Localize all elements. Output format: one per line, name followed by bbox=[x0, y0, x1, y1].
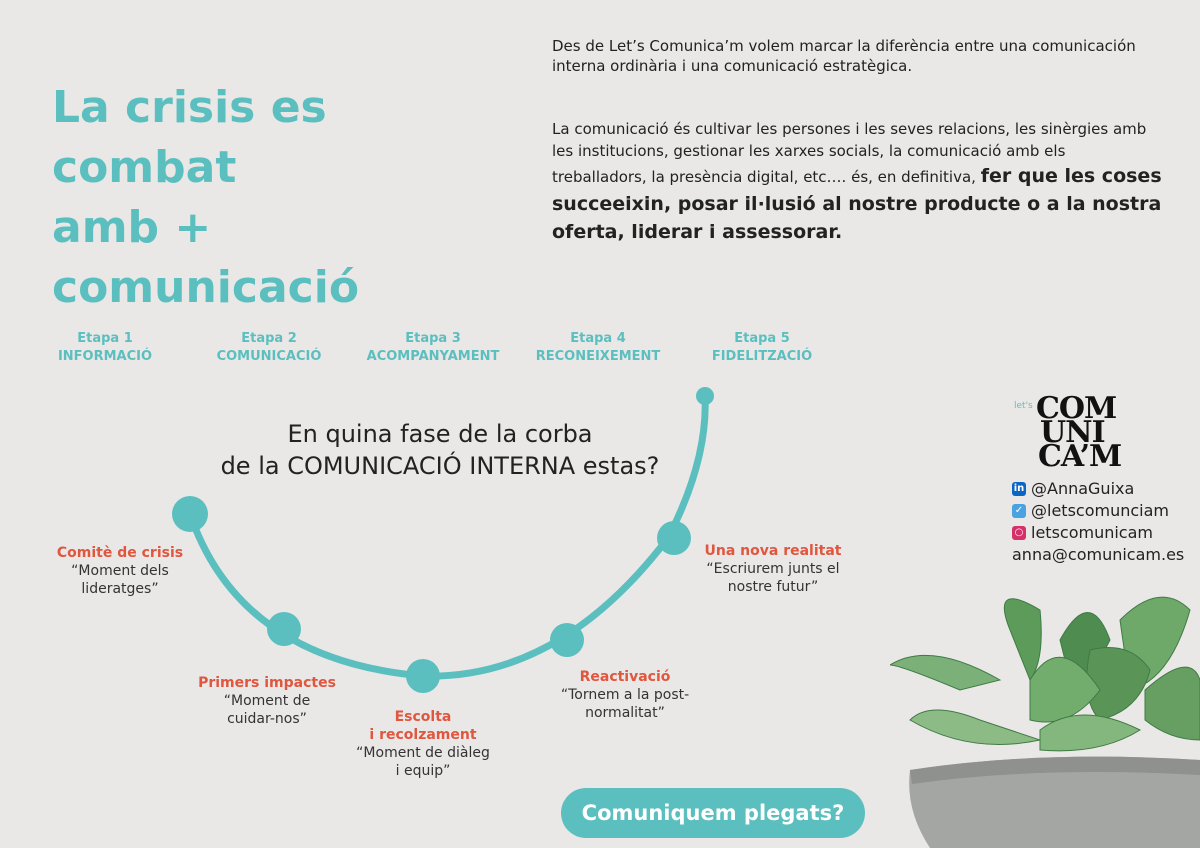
contact-email-text: anna@comunicam.es bbox=[1012, 545, 1185, 564]
cta-button[interactable]: Comuniquem plegats? bbox=[561, 788, 865, 838]
contact-linkedin-text: @AnnaGuixa bbox=[1031, 479, 1135, 498]
phase-3-title-2: i recolzament bbox=[369, 727, 477, 743]
stage-2-name: COMUNICACIÓ bbox=[216, 349, 322, 364]
phase-4-title: Reactivació bbox=[579, 669, 671, 685]
contact-email[interactable]: anna@comunicam.es bbox=[1012, 544, 1184, 566]
phase-2-line1: “Moment de bbox=[223, 693, 311, 709]
stage-1: Etapa 1 INFORMACIÓ bbox=[15, 330, 195, 366]
paragraph-text: La comunicació és cultivar les persones … bbox=[552, 120, 1147, 186]
linkedin-icon: in bbox=[1012, 482, 1026, 496]
curve-node-2 bbox=[267, 612, 301, 646]
stage-5-etapa: Etapa 5 bbox=[734, 331, 790, 346]
succulent-plant-image bbox=[890, 596, 1200, 848]
stage-4-name: RECONEIXEMENT bbox=[535, 349, 661, 364]
curve-node-3 bbox=[406, 659, 440, 693]
stage-3: Etapa 3 ACOMPANYAMENT bbox=[343, 330, 523, 366]
stage-3-etapa: Etapa 3 bbox=[405, 331, 461, 346]
title-line-2: amb + comunicació bbox=[52, 202, 360, 313]
paragraph-bold-text: fer que les coses succeeixin, posar il·l… bbox=[552, 165, 1162, 243]
description-paragraph: La comunicació és cultivar les persones … bbox=[552, 118, 1162, 246]
stage-1-etapa: Etapa 1 bbox=[77, 331, 133, 346]
contact-twitter-text: @letscomunciam bbox=[1031, 501, 1169, 520]
stage-1-name: INFORMACIÓ bbox=[57, 349, 153, 364]
phase-1-line1: “Moment dels bbox=[71, 563, 169, 579]
contact-linkedin[interactable]: in @AnnaGuixa bbox=[1012, 478, 1184, 500]
question-line-1: En quina fase de la corba bbox=[287, 420, 593, 448]
logo-line-3: CA’M bbox=[1038, 439, 1122, 474]
contact-instagram[interactable]: ○ letscomunicam bbox=[1012, 522, 1184, 544]
phase-3-title-1: Escolta bbox=[394, 709, 452, 725]
instagram-icon: ○ bbox=[1012, 526, 1026, 540]
stage-5: Etapa 5 FIDELITZACIÓ bbox=[672, 330, 852, 366]
contact-twitter[interactable]: ✓ @letscomunciam bbox=[1012, 500, 1184, 522]
logo-line-1: COM bbox=[1036, 391, 1117, 426]
curve-node-4 bbox=[550, 623, 584, 657]
intro-text: Des de Let’s Comunica’m volem marcar la … bbox=[552, 37, 1136, 75]
contact-list: in @AnnaGuixa ✓ @letscomunciam ○ letscom… bbox=[1012, 478, 1184, 566]
phase-2-title: Primers impactes bbox=[198, 675, 336, 691]
stage-2-etapa: Etapa 2 bbox=[241, 331, 297, 346]
phase-4-line2: normalitat” bbox=[585, 705, 665, 721]
phase-label-1: Comitè de crisis “Moment dels lideratges… bbox=[40, 544, 200, 598]
logo-lets: let's bbox=[1014, 401, 1033, 411]
phase-4-line1: “Tornem a la post- bbox=[560, 687, 690, 703]
stage-3-name: ACOMPANYAMENT bbox=[366, 349, 500, 364]
curve-node-1 bbox=[172, 496, 208, 532]
phase-2-line2: cuidar-nos” bbox=[227, 711, 307, 727]
phase-5-line2: nostre futur” bbox=[727, 579, 819, 595]
title-line-1: La crisis es combat bbox=[52, 82, 327, 193]
phase-5-line1: “Escriurem junts el bbox=[706, 561, 840, 577]
comunicam-logo: let's COM UNI CA’M bbox=[1010, 391, 1130, 475]
phase-3-line2: i equip” bbox=[395, 763, 451, 779]
phase-label-3: Escolta i recolzament “Moment de diàleg … bbox=[343, 708, 503, 780]
contact-instagram-text: letscomunicam bbox=[1031, 523, 1153, 542]
stage-4-etapa: Etapa 4 bbox=[570, 331, 626, 346]
stage-2: Etapa 2 COMUNICACIÓ bbox=[179, 330, 359, 366]
stage-4: Etapa 4 RECONEIXEMENT bbox=[508, 330, 688, 366]
question-line-2: de la COMUNICACIÓ INTERNA estas? bbox=[220, 452, 660, 480]
phase-label-5: Una nova realitat “Escriurem junts el no… bbox=[688, 542, 858, 596]
phase-1-title: Comitè de crisis bbox=[56, 545, 184, 561]
phase-1-line2: lideratges” bbox=[81, 581, 159, 597]
logo-line-2: UNI bbox=[1040, 415, 1106, 450]
page-title: La crisis es combat amb + comunicació bbox=[52, 78, 512, 318]
phase-5-title: Una nova realitat bbox=[704, 543, 842, 559]
phase-label-2: Primers impactes “Moment de cuidar-nos” bbox=[187, 674, 347, 728]
curve-node-5 bbox=[657, 521, 691, 555]
curve-end-dot bbox=[696, 387, 714, 405]
curve-question: En quina fase de la corba de la COMUNICA… bbox=[210, 418, 670, 482]
phase-label-4: Reactivació “Tornem a la post- normalita… bbox=[545, 668, 705, 722]
phase-3-line1: “Moment de diàleg bbox=[356, 745, 490, 761]
stage-5-name: FIDELITZACIÓ bbox=[711, 349, 813, 364]
twitter-icon: ✓ bbox=[1012, 504, 1026, 518]
curve-line bbox=[186, 392, 709, 680]
